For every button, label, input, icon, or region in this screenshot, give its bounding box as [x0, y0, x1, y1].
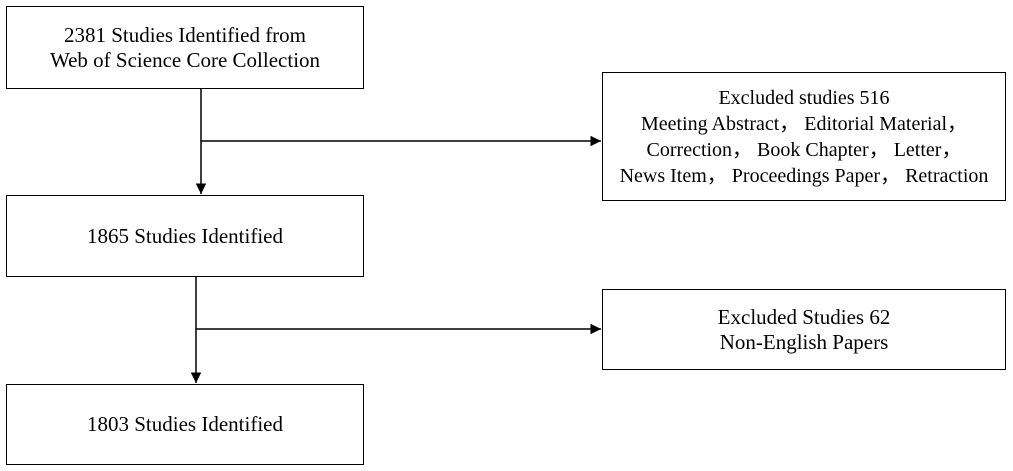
box-initial-studies: 2381 Studies Identified from Web of Scie…	[6, 6, 364, 89]
exclusion-1-line-2: Correction， Book Chapter， Letter，	[646, 138, 962, 161]
box-studies-1865: 1865 Studies Identified	[6, 195, 364, 277]
box-excluded-studies-516: Excluded studies 516 Meeting Abstract， E…	[602, 72, 1006, 201]
exclusion-1-line-1: Meeting Abstract， Editorial Material，	[640, 112, 968, 135]
exclusion-2-title: Excluded Studies 62	[717, 304, 891, 329]
exclusion-1-title: Excluded studies 516	[718, 86, 890, 109]
box-studies-1803: 1803 Studies Identified	[6, 384, 364, 465]
box-excluded-studies-62: Excluded Studies 62 Non-English Papers	[602, 289, 1006, 370]
exclusion-2-line-1: Non-English Papers	[719, 329, 889, 354]
exclusion-1-line-3: News Item， Proceedings Paper， Retraction	[619, 164, 989, 187]
initial-studies-line-1: 2381 Studies Identified from	[63, 22, 307, 47]
initial-studies-line-2: Web of Science Core Collection	[49, 47, 321, 72]
mid-studies-label: 1865 Studies Identified	[87, 223, 283, 248]
final-studies-label: 1803 Studies Identified	[87, 412, 283, 436]
